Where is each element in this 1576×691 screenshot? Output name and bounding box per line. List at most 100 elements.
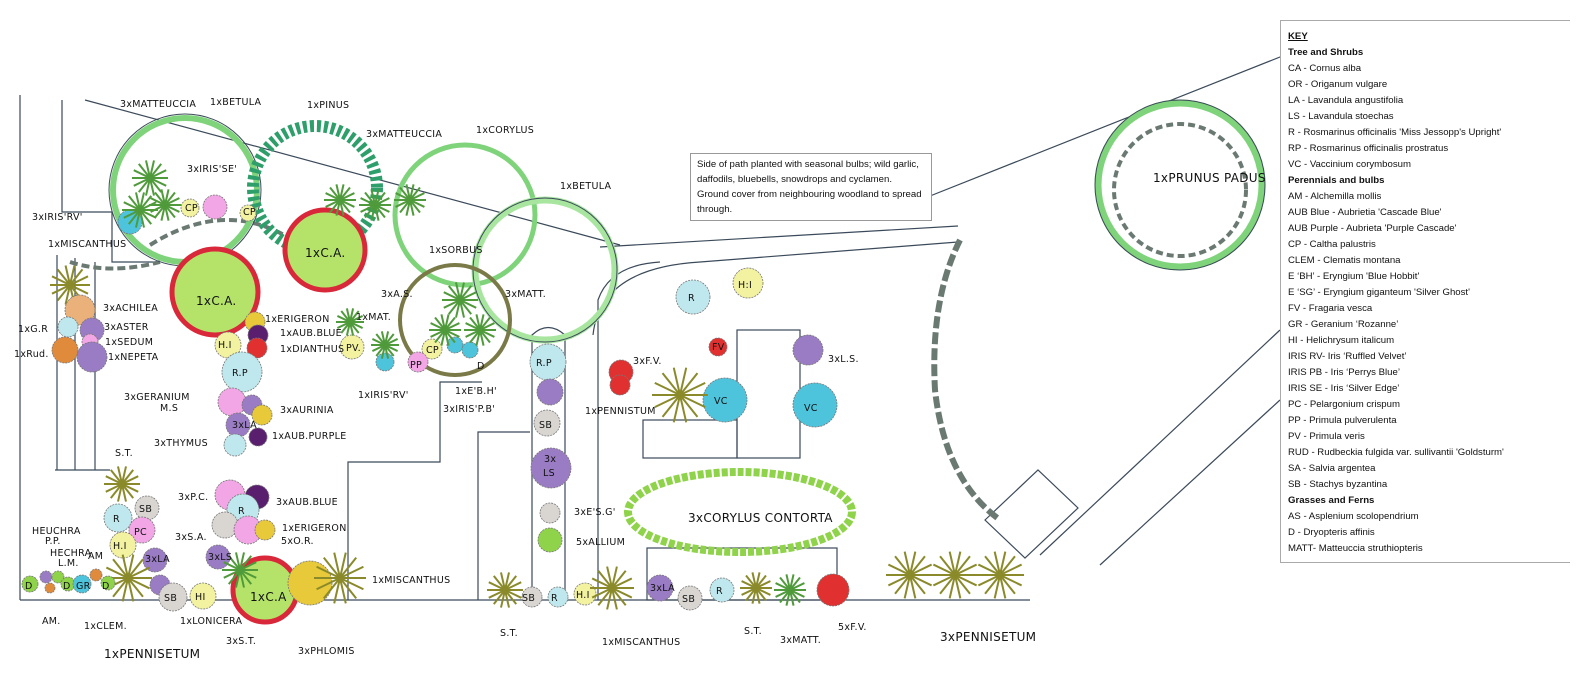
sorbus-canopy	[398, 263, 512, 377]
fern-plant-icon	[149, 189, 181, 221]
plant-label: 3xP.C.	[178, 492, 208, 503]
plant-label: 1xPENNISTUM	[585, 406, 656, 417]
plant-marker	[339, 334, 365, 360]
shed	[984, 469, 1079, 559]
plant-label: 3xPENNISETUM	[940, 630, 1036, 644]
plant-marker	[646, 574, 674, 602]
plant-label: 3xPHLOMIS	[298, 646, 355, 657]
key-item: CP - Caltha palustris	[1288, 239, 1376, 250]
prunus-padus-outline	[1094, 99, 1266, 271]
plant-label: CP	[185, 203, 198, 214]
corylus-contorta	[624, 468, 856, 556]
key-item: FV - Fragaria vesca	[1288, 303, 1373, 314]
diagonal-path-lines	[1039, 329, 1281, 566]
plant-label: 3xLA	[145, 554, 170, 565]
grass-plant-icon	[931, 551, 979, 599]
fern-plant-icon	[132, 160, 168, 196]
plant-label: SB	[522, 593, 535, 604]
plant-label: SB	[139, 504, 152, 515]
trees	[108, 99, 1266, 625]
plant-label: 5xO.R.	[281, 536, 314, 547]
plant-marker	[251, 404, 273, 426]
plant-label: 1xLONICERA	[180, 616, 243, 627]
key-item: HI - Helichrysum italicum	[1288, 335, 1395, 346]
plant-label: 1xPINUS	[307, 100, 349, 111]
plant-label: 1xDIANTHUS	[280, 344, 344, 355]
plant-marker	[547, 586, 569, 608]
key-item: VC - Vaccinium corymbosum	[1288, 159, 1411, 170]
plant-label: LS	[543, 468, 555, 479]
grass-plant-icon	[50, 265, 90, 305]
plant-label: CP	[426, 345, 439, 356]
key-section-heading: Grasses and Ferns	[1288, 495, 1375, 506]
fern-plant-icon	[371, 331, 399, 359]
plant-label: R.P	[536, 358, 552, 369]
plant-label: 1xERIGERON	[265, 314, 330, 325]
plant-marker	[816, 573, 850, 607]
grass-plant-icon	[886, 551, 934, 599]
plant-label: D	[477, 361, 485, 372]
plant-marker	[217, 387, 247, 417]
plant-label: 3xMATTEUCCIA	[366, 129, 442, 140]
key-item: RP - Rosmarinus officinalis prostratus	[1288, 143, 1449, 154]
plant-label: 1xC.A	[250, 590, 287, 604]
plant-label: 1xC.A.	[196, 294, 237, 308]
cornus-alba-2	[282, 207, 368, 293]
plant-label: 3xS.T.	[226, 636, 256, 647]
plant-label: 3xTHYMUS	[154, 438, 208, 449]
central-path	[347, 381, 530, 600]
plant-label: 1xE'B.H'	[455, 386, 497, 397]
plant-label: 3xACHILEA	[103, 303, 158, 314]
key-item: AM - Alchemilla mollis	[1288, 191, 1382, 202]
betula-canopy-right-outline	[472, 197, 618, 343]
left-bed-lines	[55, 255, 110, 471]
prunus-stepping-stones	[1112, 122, 1248, 258]
key-item: AUB Blue - Aubrietia 'Cascade Blue'	[1288, 207, 1442, 218]
plant-marker	[202, 194, 228, 220]
plant-label: 1xBETULA	[560, 181, 612, 192]
plant-label: R	[716, 586, 723, 597]
plant-label: HEUCHRA	[32, 526, 81, 537]
plant-marker	[44, 582, 56, 594]
plant-marker	[223, 433, 247, 457]
grass-plant-icon	[487, 572, 523, 608]
plant-label: D	[25, 581, 33, 592]
plant-label: 3xGERANIUM	[124, 392, 190, 403]
plant-label: R	[551, 593, 558, 604]
plant-label: 1xRud.	[14, 349, 49, 360]
plant-label: 3xASTER	[104, 322, 149, 333]
plant-marker	[64, 294, 96, 326]
plant-marker	[246, 337, 268, 359]
plant-label: S.T.	[500, 628, 518, 639]
diagonal-boundary	[84, 99, 621, 246]
plant-marker	[109, 531, 137, 559]
plant-marker	[254, 519, 276, 541]
plant-marker	[421, 338, 443, 360]
plant-label: 3xAUB.BLUE	[276, 497, 338, 508]
fern-plant-icon	[429, 314, 461, 346]
plant-marker	[675, 279, 711, 315]
plant-label: PP	[410, 360, 422, 371]
plant-marker	[407, 351, 429, 373]
plant-label: 1xSORBUS	[429, 245, 483, 256]
plant-marker	[677, 585, 703, 611]
plant-marker	[39, 570, 53, 584]
betula-canopy-left	[110, 115, 260, 265]
plant-label: 1xPENNISETUM	[104, 647, 200, 661]
plant-label: 1xG.R	[18, 324, 48, 335]
key-item: R - Rosmarinus officinalis 'Miss Jessopp…	[1288, 127, 1502, 138]
plant-label: 3xE'S.G'	[574, 507, 616, 518]
plant-marker	[76, 341, 108, 373]
betula-canopy-right	[471, 196, 619, 344]
paving-rect-2	[736, 329, 801, 459]
key-item: IRIS PB - Iris ‘Perrys Blue’	[1288, 367, 1400, 378]
plant-label: 3xL.S.	[828, 354, 859, 365]
plant-label: H.I	[576, 590, 590, 601]
key-item: PC - Pelargonium crispum	[1288, 399, 1400, 410]
plant-marker	[536, 378, 564, 406]
key-item: PV - Primula veris	[1288, 431, 1365, 442]
seasonal-bulbs-note: Side of path planted with seasonal bulbs…	[690, 153, 932, 221]
fern-plant-icon	[394, 184, 426, 216]
